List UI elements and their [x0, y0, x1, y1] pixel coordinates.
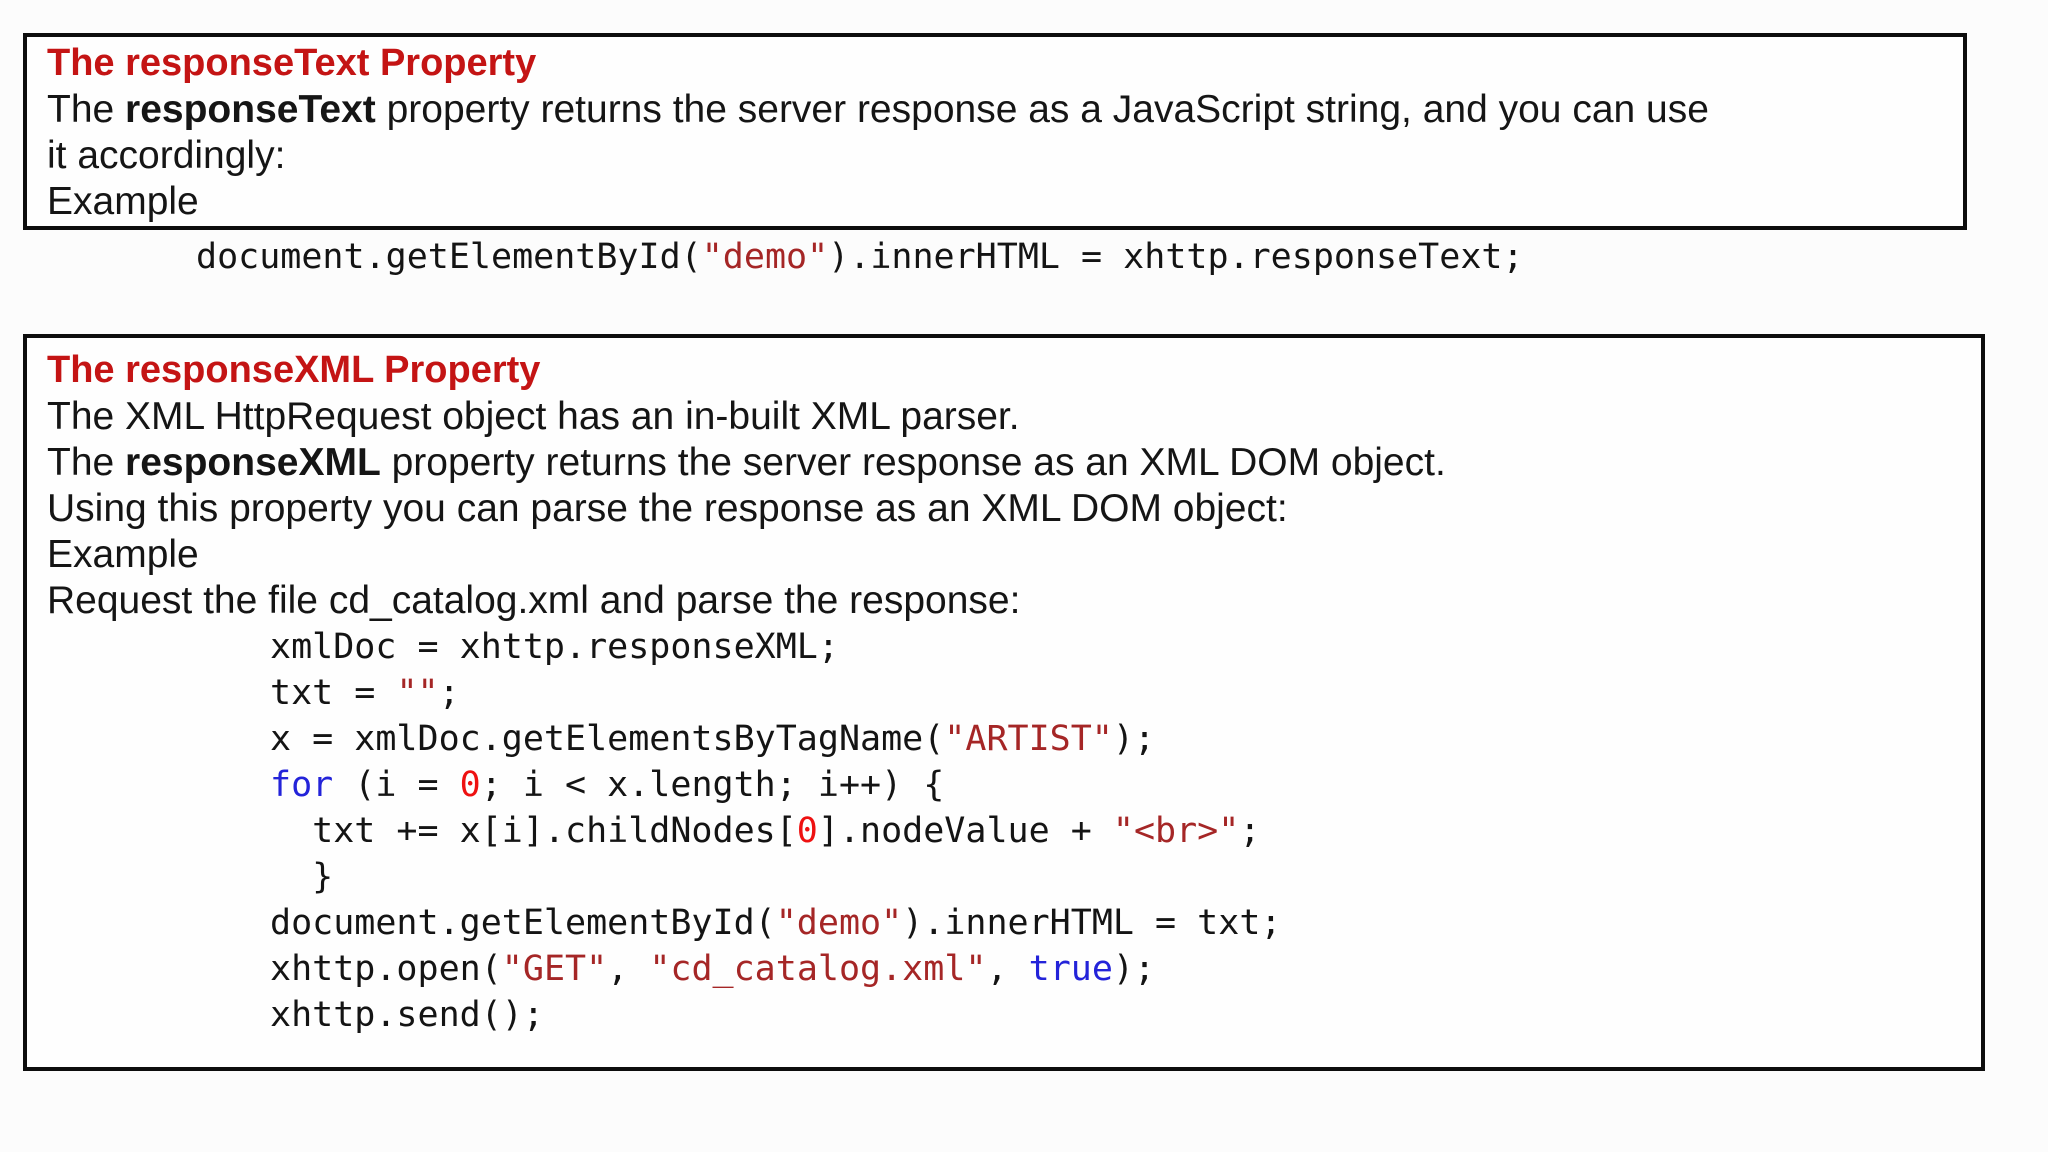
text-line: xmlDoc = xhttp.responseXML;: [270, 624, 1961, 670]
text-line: document.getElementById("demo").innerHTM…: [270, 900, 1961, 946]
code-token-keyword: for: [270, 765, 334, 805]
text-segment: responseText: [125, 88, 376, 131]
text-line: Example: [47, 532, 1961, 578]
text-segment: it accordingly:: [47, 134, 286, 177]
text-segment: ).innerHTML = txt;: [902, 903, 1282, 943]
text-segment: The XML HttpRequest object has an in-bui…: [47, 395, 1020, 438]
text-segment: Example: [47, 533, 199, 576]
text-line: xhttp.send();: [270, 992, 1961, 1038]
text-segment: txt =: [270, 673, 397, 713]
text-segment: (i =: [333, 765, 460, 805]
response-xml-panel: The responseXML Property The XML HttpReq…: [23, 334, 1985, 1071]
text-segment: ,: [607, 949, 650, 989]
text-segment: ;: [1239, 811, 1261, 851]
code-token-number: 0: [459, 765, 481, 805]
text-segment: responseXML: [125, 441, 381, 484]
text-segment: );: [1112, 949, 1156, 989]
text-line: Using this property you can parse the re…: [47, 486, 1961, 532]
response-text-panel: The responseText Property The responseTe…: [23, 33, 1967, 230]
text-line: document.getElementById("demo").innerHTM…: [196, 234, 1524, 280]
response-xml-panel-title: The responseXML Property: [47, 349, 541, 391]
text-segment: The: [47, 88, 126, 131]
text-segment: property returns the server response as …: [375, 88, 1709, 131]
code-token-string: "": [396, 673, 439, 713]
text-segment: Request the file cd_catalog.xml and pars…: [47, 579, 1021, 622]
text-segment: document.getElementById(: [270, 903, 776, 943]
text-line: Request the file cd_catalog.xml and pars…: [47, 578, 1961, 624]
text-segment: document.getElementById(: [196, 237, 702, 277]
responsexml-example-code-block: xmlDoc = xhttp.responseXML;txt = "";x = …: [270, 624, 1961, 1038]
code-token-number: 0: [796, 811, 818, 851]
text-segment: ; i < x.length; i++) {: [480, 765, 945, 805]
text-line: txt = "";: [270, 670, 1961, 716]
text-segment: Using this property you can parse the re…: [47, 487, 1288, 530]
responsetext-example-code-line: document.getElementById("demo").innerHTM…: [196, 234, 1524, 280]
text-segment: );: [1112, 719, 1156, 759]
text-line: Example: [47, 179, 1943, 225]
text-segment: The: [47, 441, 126, 484]
text-segment: ,: [986, 949, 1029, 989]
text-segment: x = xmlDoc.getElementsByTagName(: [270, 719, 945, 759]
text-line: xhttp.open("GET", "cd_catalog.xml", true…: [270, 946, 1961, 992]
code-token-string: "demo": [775, 903, 903, 943]
text-line: The XML HttpRequest object has an in-bui…: [47, 394, 1961, 440]
response-text-panel-title: The responseText Property: [47, 42, 537, 84]
code-token-string: "demo": [701, 237, 829, 277]
text-line: x = xmlDoc.getElementsByTagName("ARTIST"…: [270, 716, 1961, 762]
code-token-string: "cd_catalog.xml": [649, 949, 987, 989]
text-line: }: [270, 854, 1961, 900]
text-segment: txt += x[i].childNodes[: [270, 811, 797, 851]
text-segment: xhttp.open(: [270, 949, 502, 989]
text-segment: }: [270, 857, 334, 897]
text-line: The responseXML property returns the ser…: [47, 440, 1961, 486]
text-segment: ).innerHTML = xhttp.responseText;: [828, 237, 1524, 277]
text-line: it accordingly:: [47, 133, 1943, 179]
text-line: The responseText property returns the se…: [47, 87, 1943, 133]
text-segment: ].nodeValue +: [817, 811, 1113, 851]
code-token-string: "<br>": [1112, 811, 1240, 851]
text-line: txt += x[i].childNodes[0].nodeValue + "<…: [270, 808, 1961, 854]
code-token-string: "GET": [501, 949, 608, 989]
response-text-panel-body: The responseText property returns the se…: [47, 87, 1943, 225]
code-token-string: "ARTIST": [944, 719, 1113, 759]
text-segment: xhttp.send();: [270, 995, 544, 1035]
text-segment: xmlDoc = xhttp.responseXML;: [270, 627, 839, 667]
text-segment: property returns the server response as …: [380, 441, 1446, 484]
text-line: for (i = 0; i < x.length; i++) {: [270, 762, 1961, 808]
response-xml-panel-body: The XML HttpRequest object has an in-bui…: [47, 394, 1961, 624]
code-token-keyword: true: [1028, 949, 1113, 989]
text-segment: Example: [47, 180, 199, 223]
text-segment: ;: [438, 673, 460, 713]
